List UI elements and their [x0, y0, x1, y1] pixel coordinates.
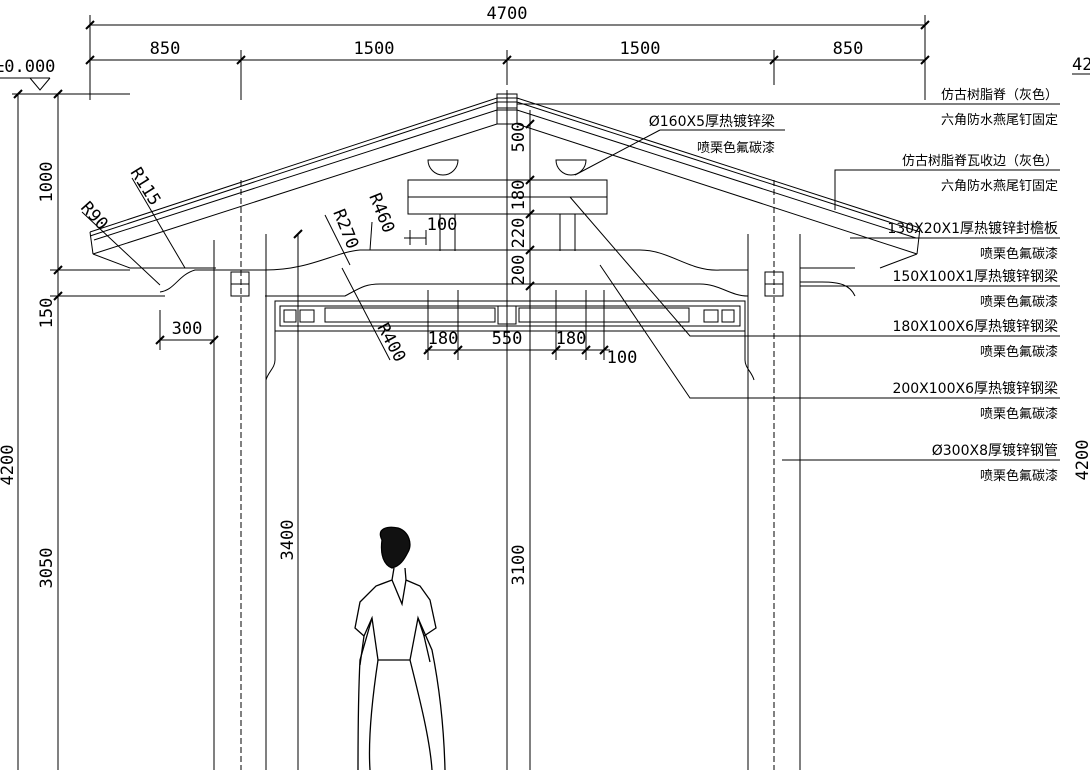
cut-label-right-bottom: 4200	[1073, 440, 1090, 481]
radius-annotations: R90 R115 R270 R460 R400	[76, 164, 409, 365]
dim-beam-220: 220	[509, 218, 529, 249]
callout-6-line2: 喷栗色氟碳漆	[980, 344, 1058, 360]
callout-4-line2: 喷栗色氟碳漆	[980, 246, 1058, 262]
dim-eave-height: 150	[37, 298, 57, 329]
callout-4-line1: 130X20X1厚热镀锌封檐板	[887, 220, 1058, 237]
dim-beam-200: 200	[509, 255, 529, 286]
callout-3-line1: 仿古树脂脊瓦收边（灰色）	[902, 153, 1058, 169]
scale-figure-person	[354, 526, 446, 770]
arched-beam-top	[159, 249, 748, 293]
callout-2-line2: 喷栗色氟碳漆	[697, 140, 775, 156]
callout-8-line2: 喷栗色氟碳漆	[980, 468, 1058, 484]
callout-2-line1: Ø160X5厚热镀锌梁	[649, 113, 775, 130]
elevation-marker: ±0.000	[0, 57, 130, 95]
dim-beam-180: 180	[509, 180, 529, 211]
callout-7-line1: 200X100X6厚热镀锌钢梁	[892, 380, 1058, 397]
dim-column-clear-height: 3050	[37, 548, 57, 589]
dim-column-height: 3400	[278, 520, 298, 561]
radius-r270: R270	[328, 206, 362, 251]
dim-seg-3: 1500	[620, 39, 661, 59]
dim-ridge-depth: 500	[509, 122, 529, 153]
cut-label-right: 42	[1072, 55, 1090, 75]
dim-offset: 300	[172, 319, 203, 339]
elevation-label: ±0.000	[0, 57, 55, 77]
callout-1-line2: 六角防水燕尾钉固定	[941, 112, 1058, 128]
dim-width-left: 180	[428, 329, 459, 349]
dim-width-end: 100	[607, 348, 638, 368]
dim-gap: 100	[427, 215, 458, 235]
callout-leaders	[517, 103, 1060, 461]
callout-5-line1: 150X100X1厚热镀锌钢梁	[892, 268, 1058, 285]
dim-seg-1: 850	[150, 39, 181, 59]
callout-7-line2: 喷栗色氟碳漆	[980, 406, 1058, 422]
radius-r460: R460	[364, 190, 398, 235]
dim-width-mid: 550	[492, 329, 523, 349]
dim-overall-height: 4200	[0, 445, 18, 486]
dim-seg-2: 1500	[354, 39, 395, 59]
dim-seg-4: 850	[833, 39, 864, 59]
callout-8-line1: Ø300X8厚镀锌钢管	[932, 442, 1058, 459]
inner-dimensions: 3400 3100 500 180 220 200 100 180 550 18…	[278, 119, 638, 770]
left-dimension-chain: 4200 1000 150 3050 300	[0, 89, 219, 770]
dim-center-height: 3100	[509, 545, 529, 586]
callout-texts: 仿古树脂脊（灰色） 六角防水燕尾钉固定 Ø160X5厚热镀锌梁 喷栗色氟碳漆 仿…	[649, 55, 1090, 484]
radius-r400: R400	[373, 320, 410, 366]
dim-overall-width: 4700	[487, 4, 528, 24]
dim-roof-height: 1000	[37, 162, 57, 203]
callout-6-line1: 180X100X6厚热镀锌钢梁	[892, 318, 1058, 335]
callout-1-line1: 仿古树脂脊（灰色）	[941, 87, 1058, 103]
columns	[213, 90, 801, 770]
radius-r90: R90	[76, 198, 111, 234]
top-dimension-chain: 4700 850 1500 1500 850	[85, 4, 930, 100]
dim-width-right: 180	[556, 329, 587, 349]
arched-beam-bottom	[265, 283, 749, 297]
callout-3-line2: 六角防水燕尾钉固定	[941, 178, 1058, 194]
callout-5-line2: 喷栗色氟碳漆	[980, 294, 1058, 310]
radius-r115: R115	[126, 164, 165, 209]
